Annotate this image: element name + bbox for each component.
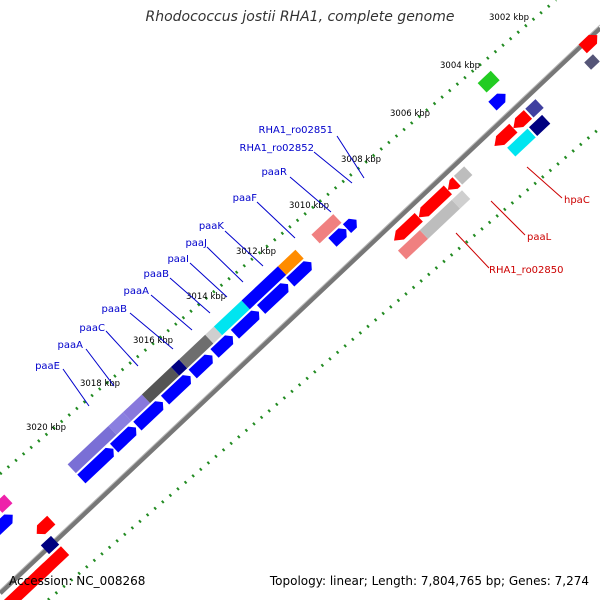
map-title: Rhodococcus jostii RHA1, complete genome (145, 9, 455, 25)
gene-arrow[interactable] (390, 212, 423, 245)
feature-track-d (397, 114, 551, 260)
feature-gray[interactable] (453, 166, 473, 185)
upper-tick-track (0, 0, 557, 476)
tick-label: 3014 kbp (186, 292, 226, 302)
gene-label-paaA[interactable]: paaA (124, 286, 150, 297)
gene-label-paaJ[interactable]: paaJ (185, 238, 207, 249)
feature-cyan[interactable] (507, 128, 536, 157)
tick-label: 3008 kbp (341, 155, 381, 165)
gene-label-paaC[interactable]: paaC (79, 323, 105, 334)
lower-tick-track (47, 126, 600, 600)
gene-arrow[interactable] (342, 215, 361, 233)
tick-label: 3016 kbp (133, 336, 173, 346)
gene-arrow[interactable] (133, 398, 167, 431)
gene-arrow[interactable] (33, 515, 56, 538)
gene-arrow[interactable] (0, 510, 17, 536)
gene-label-paaI[interactable]: paaI (167, 254, 189, 265)
feature-paaC[interactable] (122, 394, 151, 422)
gene-arrow-track-c (0, 99, 544, 600)
gene-arrow-track-b (77, 215, 361, 484)
gene-arrow[interactable] (444, 177, 461, 194)
feature-paaJ[interactable] (213, 300, 250, 336)
tick-label: 3006 kbp (390, 109, 430, 119)
feature-paaE[interactable] (67, 425, 117, 474)
feature-paaA[interactable] (108, 412, 132, 435)
tick-label: 3010 kbp (289, 201, 329, 211)
gene-label-ro02850[interactable]: RHA1_ro02850 (489, 265, 564, 276)
tick-label: 3012 kbp (236, 247, 276, 257)
gene-label-paaB[interactable]: paaB (144, 269, 170, 280)
gene-arrow[interactable] (415, 185, 452, 222)
gene-label-paaL[interactable]: paaL (527, 232, 552, 243)
gene-arrow[interactable] (509, 110, 533, 132)
feature-paaI[interactable] (205, 326, 223, 344)
gene-arrow[interactable] (210, 332, 236, 358)
feature-navy[interactable] (40, 535, 60, 555)
gene-label-paaE[interactable]: paaE (35, 361, 60, 372)
gene-arrow[interactable] (160, 372, 195, 405)
feature-navy[interactable] (528, 114, 551, 136)
feature-paaL[interactable] (419, 199, 461, 239)
gene-label-paaR[interactable]: paaR (261, 167, 287, 178)
tick-label: 3002 kbp (489, 13, 529, 23)
gene-arrow[interactable] (328, 225, 350, 247)
gene-label-paaB[interactable]: paaB (102, 304, 128, 315)
tick-label: 3004 kbp (440, 61, 480, 71)
gene-arrow[interactable] (490, 123, 518, 151)
annotated-feature-track (67, 214, 342, 474)
feature-paaR[interactable] (311, 214, 342, 244)
genome-backbone (0, 26, 600, 595)
feature-paaB[interactable] (141, 367, 180, 404)
gene-label-paaF[interactable]: paaF (233, 193, 258, 204)
genome-backbone-highlight (0, 24, 600, 591)
gene-label-ro02852[interactable]: RHA1_ro02852 (240, 143, 315, 154)
gene-arrow[interactable] (578, 31, 600, 54)
gene-arrow[interactable] (188, 351, 217, 379)
gene-arrow[interactable] (109, 423, 140, 453)
gene-arrow[interactable] (230, 307, 263, 339)
feature-paaA-dark[interactable] (170, 359, 188, 376)
gene-label-ro02851[interactable]: RHA1_ro02851 (259, 125, 334, 136)
feature-ro02850[interactable] (397, 230, 429, 260)
gene-label-hpaC[interactable]: hpaC (564, 195, 590, 206)
feature-slate[interactable] (584, 54, 600, 70)
gene-arrow[interactable] (286, 258, 315, 287)
gene-label-paaK[interactable]: paaK (199, 221, 225, 232)
accession-label: Accession: NC_008268 (9, 574, 146, 588)
feature-magenta[interactable] (0, 494, 13, 513)
gene-arrow[interactable] (488, 89, 509, 111)
feature-paaK[interactable] (241, 266, 287, 310)
tick-label: 3020 kbp (26, 423, 66, 433)
feature-paaB-grey[interactable] (178, 334, 214, 369)
feature-paaF[interactable] (277, 249, 304, 275)
feature-hpaC[interactable] (451, 190, 471, 209)
gene-arrow[interactable] (77, 444, 117, 484)
gene-label-paaA[interactable]: paaA (58, 340, 84, 351)
feature-purple[interactable] (525, 99, 544, 118)
feature-green[interactable] (477, 70, 500, 93)
tick-label: 3018 kbp (80, 379, 120, 389)
genome-summary-label: Topology: linear; Length: 7,804,765 bp; … (269, 574, 589, 588)
gene-arrow[interactable] (0, 562, 52, 600)
gene-arrow[interactable] (256, 280, 292, 314)
